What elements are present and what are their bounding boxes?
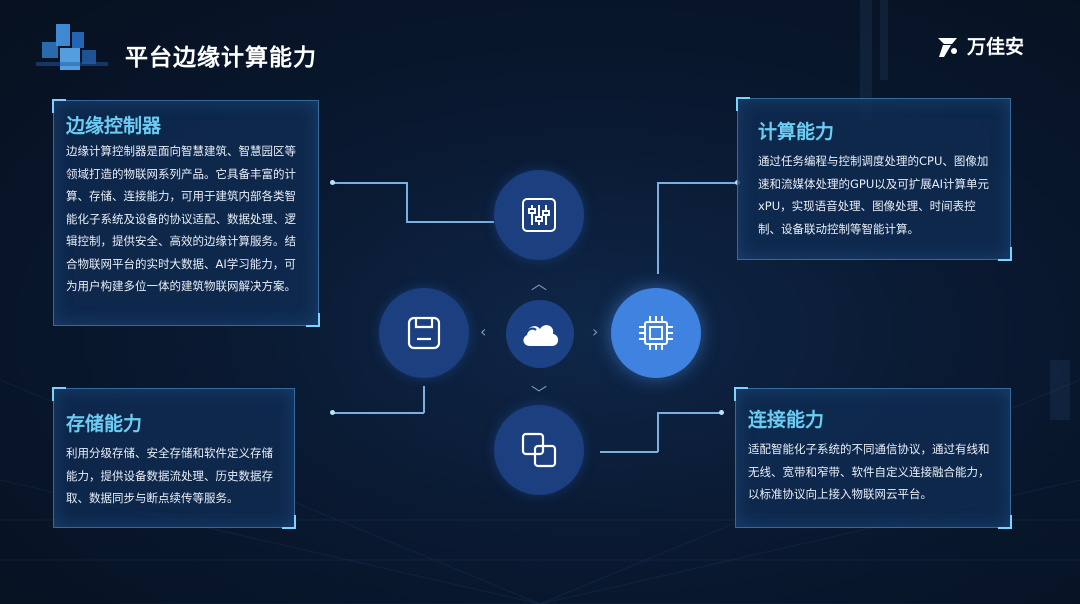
panel-connect: 连接能力 适配智能化子系统的不同通信协议，通过有线和无线、宽带和窄带、软件自定义… — [734, 387, 1012, 529]
connector-edge-v — [406, 182, 408, 222]
connector-edge-h2 — [406, 221, 494, 223]
panel-connect-title: 连接能力 — [748, 409, 825, 431]
chip-icon — [639, 316, 673, 350]
page-title: 平台边缘计算能力 — [125, 45, 317, 71]
chevron-right-icon: › — [592, 322, 599, 341]
panel-storage-title: 存储能力 — [66, 413, 143, 435]
panel-compute: 计算能力 通过任务编程与控制调度处理的CPU、图像加速和流媒体处理的GPU以及可… — [736, 97, 1012, 261]
chevron-up-icon: ︿ — [531, 274, 548, 293]
connector-dot — [330, 180, 335, 185]
connector-edge-h — [334, 182, 406, 184]
connector-storage-v — [423, 386, 425, 413]
connector-compute-h — [657, 182, 737, 184]
save-disk-icon — [407, 316, 441, 350]
connector-compute-v — [657, 182, 659, 274]
chevron-left-icon: ‹ — [480, 322, 487, 341]
panel-compute-title: 计算能力 — [758, 121, 835, 143]
connector-dot — [719, 410, 724, 415]
node-connect[interactable] — [494, 405, 584, 495]
node-sliders[interactable] — [494, 170, 584, 260]
node-chip[interactable] — [611, 288, 701, 378]
sliders-icon — [522, 198, 556, 232]
panel-compute-body: 通过任务编程与控制调度处理的CPU、图像加速和流媒体处理的GPU以及可扩展AI计… — [758, 154, 990, 236]
panel-edge-controller: 边缘控制器 边缘计算控制器是面向智慧建筑、智慧园区等领域打造的物联网系列产品。它… — [52, 99, 320, 327]
connector-connect-h — [657, 412, 722, 414]
connector-connect-h2 — [600, 451, 658, 453]
brand-logo: 万佳安 — [935, 32, 1024, 59]
connector-dot — [330, 410, 335, 415]
brand-name: 万佳安 — [966, 36, 1024, 58]
header-cubes-graphic — [36, 24, 108, 70]
node-storage[interactable] — [379, 288, 469, 378]
connector-storage-h — [334, 412, 424, 414]
panel-edge-controller-title: 边缘控制器 — [66, 115, 162, 137]
panel-edge-controller-body: 边缘计算控制器是面向智慧建筑、智慧园区等领域打造的物联网系列产品。它具备丰富的计… — [66, 144, 296, 293]
panel-storage-body: 利用分级存储、安全存储和软件定义存储能力，提供设备数据流处理、历史数据存取、数据… — [66, 446, 273, 505]
brand-logo-icon — [937, 37, 957, 57]
node-cloud[interactable] — [506, 300, 574, 368]
overlap-squares-icon — [521, 432, 557, 468]
panel-storage: 存储能力 利用分级存储、安全存储和软件定义存储能力，提供设备数据流处理、历史数据… — [52, 387, 296, 529]
panel-connect-body: 适配智能化子系统的不同通信协议，通过有线和无线、宽带和窄带、软件自定义连接融合能… — [748, 442, 990, 501]
cloud-icon — [523, 325, 559, 346]
connector-connect-v — [657, 412, 659, 452]
chevron-down-icon: ﹀ — [531, 384, 548, 403]
